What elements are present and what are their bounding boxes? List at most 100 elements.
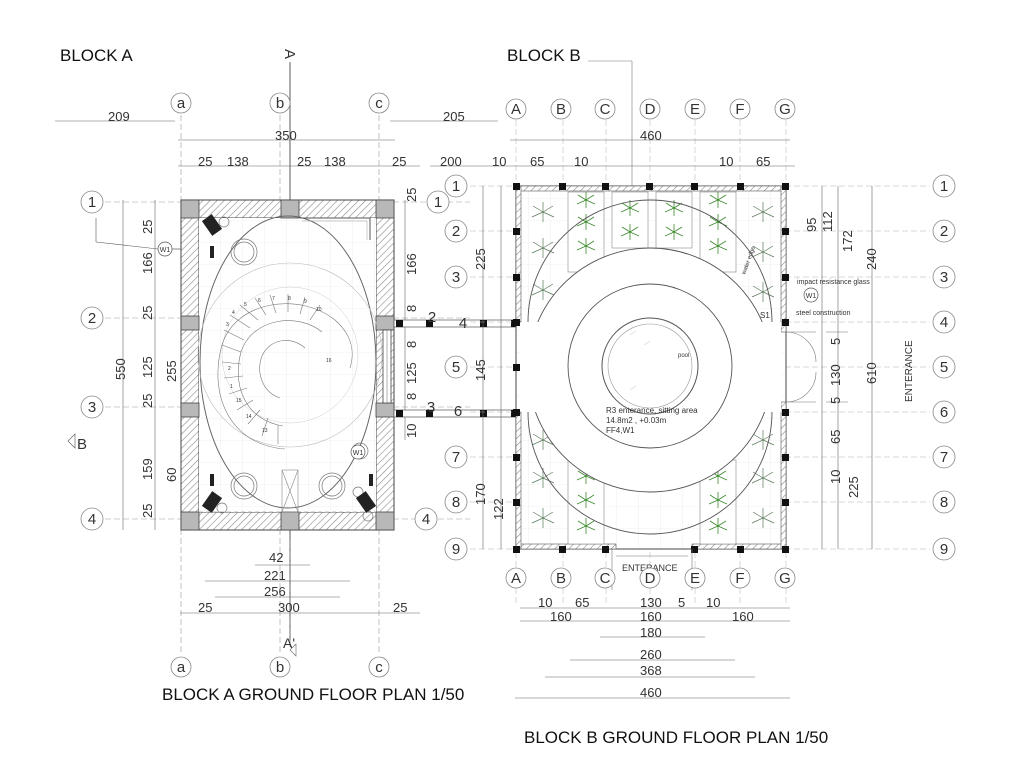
dim-a-r-125: 125: [404, 362, 419, 384]
row-B-7-right: 7: [940, 449, 948, 466]
dim-a-top-seg-2: 138: [227, 154, 249, 169]
row-1-left: 1: [88, 194, 96, 211]
dim-a-top-seg-4: 138: [324, 154, 346, 169]
dim-a-bot-300: 300: [278, 600, 300, 615]
block-b-dimension-lines: [430, 139, 873, 699]
dim-a-r-8a: 8: [404, 305, 419, 312]
row-B-9-left: 9: [452, 541, 460, 558]
w1-b-tag-icon: [803, 287, 819, 303]
dim-a-v-125: 125: [140, 356, 155, 378]
dim-b-bot-160a: 160: [550, 609, 572, 624]
axis-b-top: b: [276, 95, 284, 112]
row-1-right: 1: [434, 194, 442, 211]
dim-a-v-25c: 25: [140, 394, 155, 408]
dim-b-r-225: 225: [846, 476, 861, 498]
dim-b-top-10a: 10: [492, 154, 506, 169]
row-B-8-left: 8: [452, 494, 460, 511]
dim-b-r-65: 65: [828, 430, 843, 444]
dim-b-l-122: 122: [491, 498, 506, 520]
dim-a-r-166: 166: [404, 253, 419, 275]
row-B-7-left: 7: [452, 449, 460, 466]
svg-text:10: 10: [316, 307, 322, 313]
dim-b-r-95: 95: [804, 218, 819, 232]
axis-B-G-top: G: [779, 101, 791, 118]
axis-B-A-top: A: [511, 101, 521, 118]
w1-tag-mid-icon: [350, 444, 366, 460]
svg-text:14: 14: [246, 414, 252, 420]
dim-b-r-610: 610: [864, 362, 879, 384]
pool-label: pool: [678, 353, 689, 359]
w1-b-tag-label: W1: [806, 293, 817, 300]
dim-b-bot-65: 65: [575, 595, 589, 610]
row-4-left: 4: [88, 511, 96, 528]
dim-a-r-25: 25: [404, 188, 419, 202]
svg-text:15: 15: [236, 398, 242, 404]
dim-b-l-170: 170: [473, 483, 488, 505]
dim-a-bot-25-left: 25: [198, 600, 212, 615]
w1-tag-icon: [95, 218, 181, 257]
axis-a-bottom: a: [177, 659, 186, 676]
block-b-row-bubbles: [444, 174, 956, 561]
dim-b-r-240: 240: [864, 248, 879, 270]
dim-b-top-200: 200: [440, 154, 462, 169]
dim-b-top-65a: 65: [530, 154, 544, 169]
row-B-1-right: 1: [940, 178, 948, 195]
svg-text:1: 1: [230, 384, 233, 390]
row-B-2-right: 2: [940, 223, 948, 240]
dim-b-r-172: 172: [840, 230, 855, 252]
block-b-label: BLOCK B: [507, 46, 581, 65]
svg-text:8: 8: [288, 296, 291, 302]
bridge-row-2: 2: [428, 309, 436, 326]
svg-text:5: 5: [244, 302, 247, 308]
axis-B-D-bottom: D: [645, 570, 656, 587]
block-a-plan-title: BLOCK A GROUND FLOOR PLAN 1/50: [162, 685, 465, 704]
block-b-plan-title: BLOCK B GROUND FLOOR PLAN 1/50: [524, 728, 829, 747]
dim-a-v-25b: 25: [140, 306, 155, 320]
dim-b-r-112: 112: [820, 211, 835, 232]
dim-b-r-130: 130: [828, 364, 843, 386]
block-a-label: BLOCK A: [60, 46, 133, 65]
dim-b-r-5a: 5: [828, 338, 843, 345]
svg-text:13: 13: [262, 428, 268, 434]
section-arrow-a-icon: [289, 643, 297, 657]
svg-text:3: 3: [226, 322, 229, 328]
dim-a-r-8b: 8: [404, 341, 419, 348]
dim-a-bot-256: 256: [264, 584, 286, 599]
axis-B-G-bottom: G: [779, 570, 791, 587]
dim-a-bot-221: 221: [264, 568, 286, 583]
area-note-line-2: 14.8m2 , +0.03m: [606, 416, 667, 425]
axis-B-F-top: F: [735, 101, 744, 118]
axis-B-A-bottom: A: [511, 570, 521, 587]
axis-c-top: c: [375, 95, 383, 112]
area-note-line-3: FF4,W1: [606, 426, 635, 435]
row-B-8-right: 8: [940, 494, 948, 511]
dim-b-r-10: 10: [828, 470, 843, 484]
axis-B-D-top: D: [645, 101, 656, 118]
section-mark-a-bottom: A': [283, 635, 295, 651]
dim-a-v-159: 159: [140, 458, 155, 480]
dim-a-v-25a: 25: [140, 220, 155, 234]
row-B-1-left: 1: [452, 178, 460, 195]
dim-a-bot-25-right: 25: [393, 600, 407, 615]
bridge-row-3: 3: [427, 399, 435, 416]
svg-text:2: 2: [228, 366, 231, 372]
axis-B-B-bottom: B: [556, 570, 566, 587]
dim-a-bot-42: 42: [269, 550, 283, 565]
s1-label: S1: [760, 311, 770, 320]
dim-b-bot-260: 260: [640, 647, 662, 662]
dim-b-460-top: 460: [640, 128, 662, 143]
svg-text:7: 7: [272, 296, 275, 302]
dim-a-350: 350: [275, 128, 297, 143]
dim-b-top-10b: 10: [574, 154, 588, 169]
dim-a-r-8c: 8: [404, 393, 419, 400]
dim-b-bot-5: 5: [678, 595, 685, 610]
row-B-3-right: 3: [940, 269, 948, 286]
dim-b-bot-460: 460: [640, 685, 662, 700]
entrance-right-label: ENTERANCE: [904, 340, 915, 402]
section-mark-a-top: A: [281, 49, 298, 59]
svg-text:4: 4: [232, 310, 235, 316]
row-B-4-right: 4: [940, 314, 948, 331]
dim-b-l-225: 225: [473, 248, 488, 270]
